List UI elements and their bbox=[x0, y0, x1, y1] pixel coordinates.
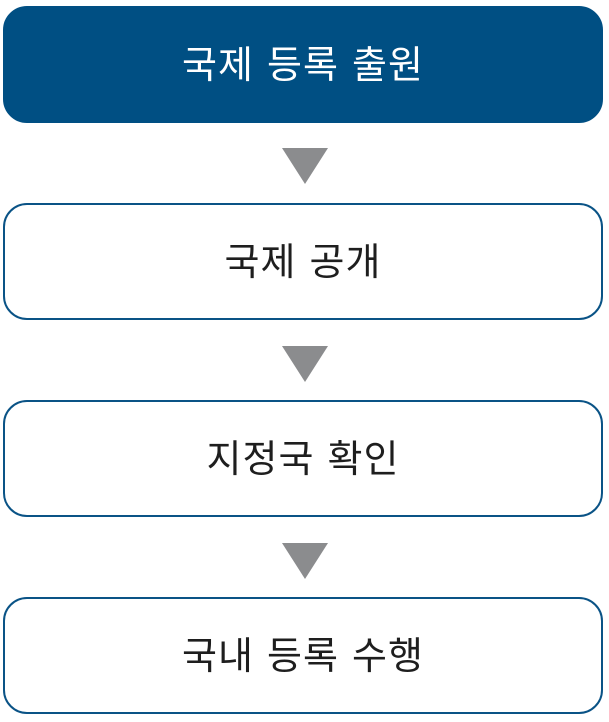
step-label: 국제 공개 bbox=[224, 239, 382, 284]
step-label: 국내 등록 수행 bbox=[182, 633, 424, 678]
triangle-down-icon bbox=[282, 148, 328, 184]
step-label: 지정국 확인 bbox=[206, 436, 400, 481]
step-label: 국제 등록 출원 bbox=[182, 42, 424, 87]
step-designated-country-check: 지정국 확인 bbox=[3, 400, 603, 517]
step-international-application: 국제 등록 출원 bbox=[3, 6, 603, 123]
step-national-registration: 국내 등록 수행 bbox=[3, 597, 603, 714]
step-international-publication: 국제 공개 bbox=[3, 203, 603, 320]
triangle-down-icon bbox=[282, 346, 328, 382]
triangle-down-icon bbox=[282, 543, 328, 579]
